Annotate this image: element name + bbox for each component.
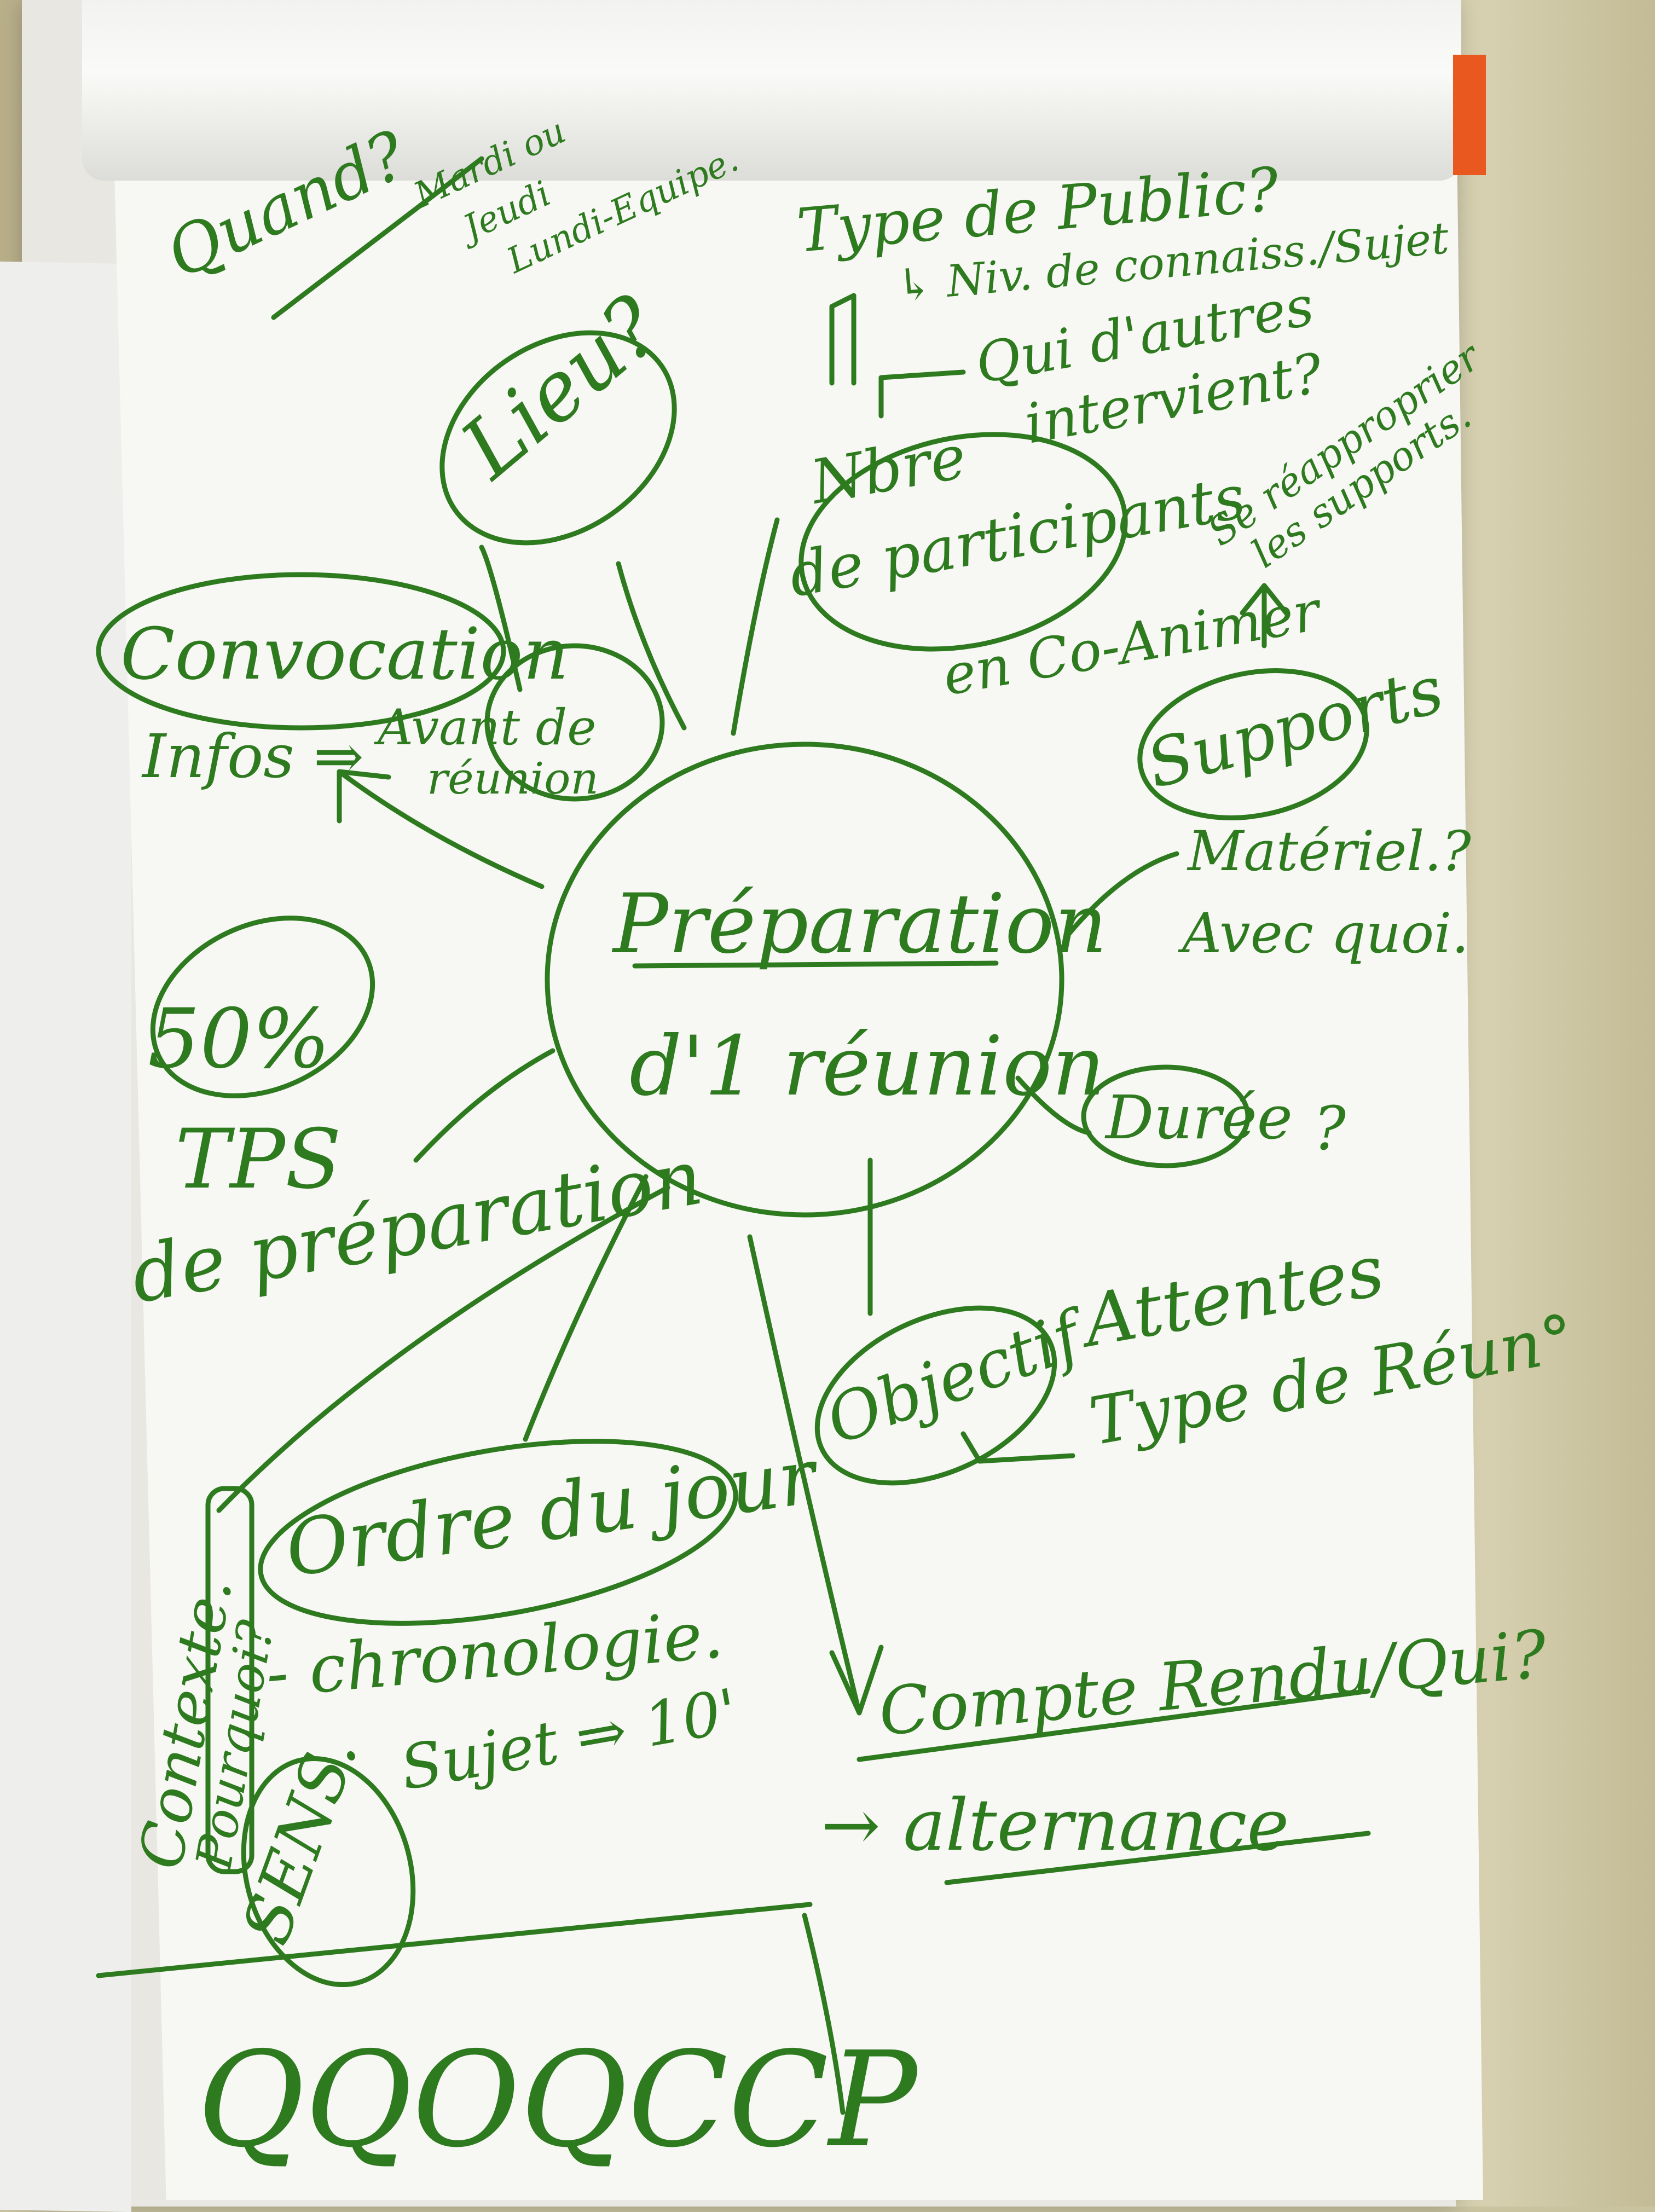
alternance-label: → alternance <box>821 1784 1289 1867</box>
paper-roll <box>82 0 1461 181</box>
qqoqccp-label: QQOQCCP <box>197 2023 919 2176</box>
center-underline <box>632 960 999 969</box>
tps-label: TPS <box>175 1112 342 1207</box>
contexte-connector <box>216 1185 670 1513</box>
reunion-small-label: réunion <box>427 753 599 804</box>
contexte-box <box>205 1486 254 1874</box>
center-title-line1: Préparation <box>611 877 1107 972</box>
percent-label: 50% <box>148 992 330 1087</box>
percent-ellipse <box>150 916 375 1098</box>
center-title-line2: d'1 réunion <box>629 1019 1105 1114</box>
compte-rendu-label: Compte Rendu/Qui? <box>876 1617 1550 1751</box>
attentes-arrow <box>960 1431 1075 1464</box>
avant-ellipse <box>484 643 665 802</box>
compte-rendu-underline <box>857 1688 1371 1762</box>
objectif-ellipse <box>814 1305 1057 1486</box>
participants-ellipse <box>798 432 1128 652</box>
supports-label: Supports <box>1139 652 1451 803</box>
tps-arrow <box>413 1048 555 1163</box>
supports-ellipse <box>1137 668 1369 820</box>
avec-quoi-label: Avec quoi. <box>1178 901 1469 965</box>
qui-autres-arrow <box>878 369 966 419</box>
quand-underline <box>271 156 484 320</box>
duree-label: Durée <box>1104 1082 1293 1153</box>
bottom-divider <box>96 1902 813 1978</box>
convocation-label: Convocation <box>120 612 569 696</box>
convocation-connector <box>479 545 523 692</box>
participants-connector <box>731 517 780 736</box>
duree-arrow <box>1015 1075 1092 1136</box>
public-arrow <box>829 293 857 386</box>
materiel-label: Matériel.? <box>1187 819 1472 883</box>
convocation-ellipse <box>96 572 506 731</box>
lieu-connector <box>616 561 687 731</box>
avant-label: Avant de <box>374 699 596 756</box>
co-animer-label: en Co-Animer <box>938 578 1327 708</box>
compte-rendu-arrow <box>747 1234 884 1716</box>
ordre-ellipse <box>258 1439 738 1626</box>
qqoqccp-bracket <box>802 1913 846 2115</box>
duree-ellipse <box>1081 1064 1251 1168</box>
objectif-label: Objectif <box>817 1295 1100 1460</box>
quand-label: Quand? <box>155 117 419 293</box>
infos-label: Infos ⇒ <box>141 721 364 791</box>
nbre-label: Nbre <box>804 421 971 518</box>
ordre-arrow <box>523 1174 649 1442</box>
reapproprier-arrow <box>1240 583 1289 648</box>
alternance-underline <box>944 1831 1371 1885</box>
supports-arrow <box>1064 851 1179 939</box>
sens-ellipse <box>241 1756 416 1988</box>
ordre-label: Ordre du jour <box>280 1432 825 1595</box>
convocation-arrow <box>337 769 545 889</box>
duree-question: ? <box>1313 1093 1346 1163</box>
lieu-ellipse <box>439 330 677 546</box>
center-circle <box>545 742 1064 1218</box>
roll-cap <box>1453 55 1486 175</box>
flipchart-paper <box>110 5 1483 2200</box>
